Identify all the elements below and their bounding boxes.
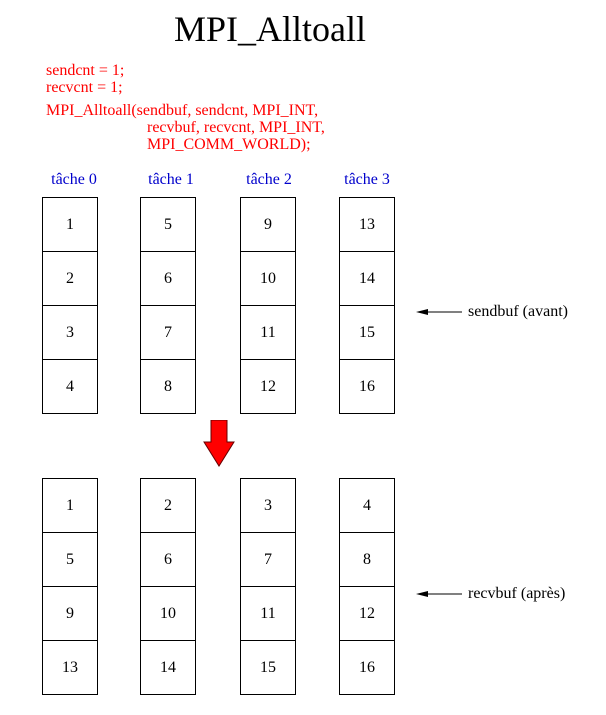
recvbuf-column-task-1: 2 6 10 14	[140, 478, 196, 695]
buffer-cell: 10	[141, 587, 195, 641]
sendbuf-pointer: sendbuf (avant)	[416, 302, 568, 322]
arrow-down-icon	[203, 420, 235, 467]
buffer-cell: 4	[43, 360, 97, 414]
arrow-left-icon	[416, 309, 462, 315]
buffer-cell: 1	[43, 198, 97, 252]
code-line: sendcnt = 1;	[46, 62, 125, 79]
buffer-cell: 13	[340, 198, 394, 252]
sendbuf-label: sendbuf (avant)	[468, 303, 568, 320]
sendbuf-column-task-0: 1 2 3 4	[42, 197, 98, 414]
buffer-cell: 2	[43, 252, 97, 306]
sendbuf-column-task-3: 13 14 15 16	[339, 197, 395, 414]
code-line: MPI_Alltoall(sendbuf, sendcnt, MPI_INT,	[46, 102, 319, 119]
buffer-cell: 5	[43, 533, 97, 587]
buffer-cell: 5	[141, 198, 195, 252]
buffer-cell: 11	[241, 306, 295, 360]
buffer-cell: 9	[241, 198, 295, 252]
buffer-cell: 12	[241, 360, 295, 414]
recvbuf-label: recvbuf (après)	[468, 585, 566, 602]
buffer-cell: 11	[241, 587, 295, 641]
sendbuf-column-task-1: 5 6 7 8	[140, 197, 196, 414]
buffer-cell: 8	[141, 360, 195, 414]
buffer-cell: 12	[340, 587, 394, 641]
buffer-cell: 6	[141, 533, 195, 587]
buffer-cell: 15	[340, 306, 394, 360]
task-label-2: tâche 2	[246, 171, 292, 188]
recvbuf-pointer: recvbuf (après)	[416, 584, 565, 604]
buffer-cell: 13	[43, 641, 97, 695]
buffer-cell: 7	[241, 533, 295, 587]
task-label-1: tâche 1	[148, 171, 194, 188]
task-label-0: tâche 0	[51, 171, 97, 188]
code-line: MPI_COMM_WORLD);	[147, 136, 311, 153]
buffer-cell: 15	[241, 641, 295, 695]
buffer-cell: 6	[141, 252, 195, 306]
code-line: recvcnt = 1;	[46, 79, 123, 96]
recvbuf-column-task-2: 3 7 11 15	[240, 478, 296, 695]
buffer-cell: 16	[340, 641, 394, 695]
recvbuf-column-task-3: 4 8 12 16	[339, 478, 395, 695]
task-label-3: tâche 3	[344, 171, 390, 188]
code-line: recvbuf, recvcnt, MPI_INT,	[147, 119, 325, 136]
buffer-cell: 8	[340, 533, 394, 587]
buffer-cell: 14	[340, 252, 394, 306]
buffer-cell: 16	[340, 360, 394, 414]
buffer-cell: 14	[141, 641, 195, 695]
buffer-cell: 3	[241, 479, 295, 533]
code-block-call: MPI_Alltoall(sendbuf, sendcnt, MPI_INT, …	[46, 102, 325, 153]
code-block-counts: sendcnt = 1; recvcnt = 1;	[46, 62, 124, 96]
buffer-cell: 9	[43, 587, 97, 641]
buffer-cell: 10	[241, 252, 295, 306]
buffer-cell: 2	[141, 479, 195, 533]
buffer-cell: 4	[340, 479, 394, 533]
buffer-cell: 3	[43, 306, 97, 360]
recvbuf-column-task-0: 1 5 9 13	[42, 478, 98, 695]
arrow-left-icon	[416, 591, 462, 597]
diagram-title: MPI_Alltoall	[173, 9, 366, 49]
buffer-cell: 1	[43, 479, 97, 533]
buffer-cell: 7	[141, 306, 195, 360]
sendbuf-column-task-2: 9 10 11 12	[240, 197, 296, 414]
